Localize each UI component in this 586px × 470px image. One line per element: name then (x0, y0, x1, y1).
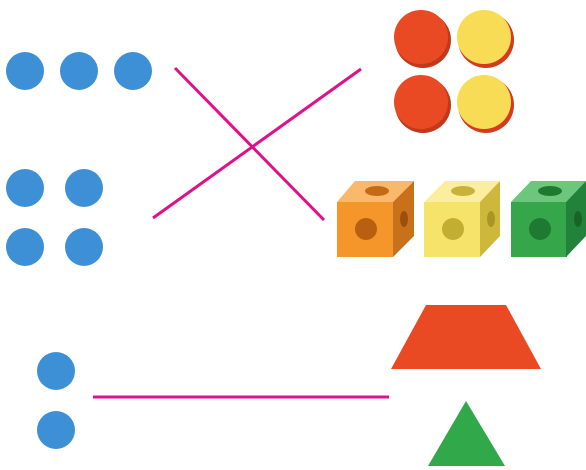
yellow-counter (457, 75, 514, 133)
yellow-linking-cube (424, 181, 500, 257)
blue-dot (6, 169, 44, 207)
left-group-four-dots[interactable] (6, 169, 103, 266)
blue-dot (37, 352, 75, 390)
left-group-two-dots[interactable] (37, 352, 75, 449)
right-group-two-shapes[interactable] (391, 305, 541, 466)
yellow-counter (457, 10, 514, 68)
orange-linking-cube (337, 181, 414, 257)
blue-dot (65, 169, 103, 207)
blue-dot (60, 52, 98, 90)
left-group-three-dots[interactable] (6, 52, 152, 90)
right-group-four-counters[interactable] (394, 10, 514, 133)
blue-dot (6, 52, 44, 90)
blue-dot (37, 411, 75, 449)
match-line-three-dots-to-three-cubes[interactable] (173, 66, 326, 222)
right-group-three-cubes[interactable] (337, 181, 586, 257)
blue-dot (114, 52, 152, 90)
green-linking-cube (511, 181, 586, 257)
green-triangle (428, 401, 505, 466)
blue-dot (6, 228, 44, 266)
blue-dot (65, 228, 103, 266)
red-counter (394, 10, 451, 68)
red-counter (394, 75, 451, 133)
match-line-four-dots-to-four-counters[interactable] (152, 67, 362, 220)
red-trapezoid (391, 305, 541, 369)
